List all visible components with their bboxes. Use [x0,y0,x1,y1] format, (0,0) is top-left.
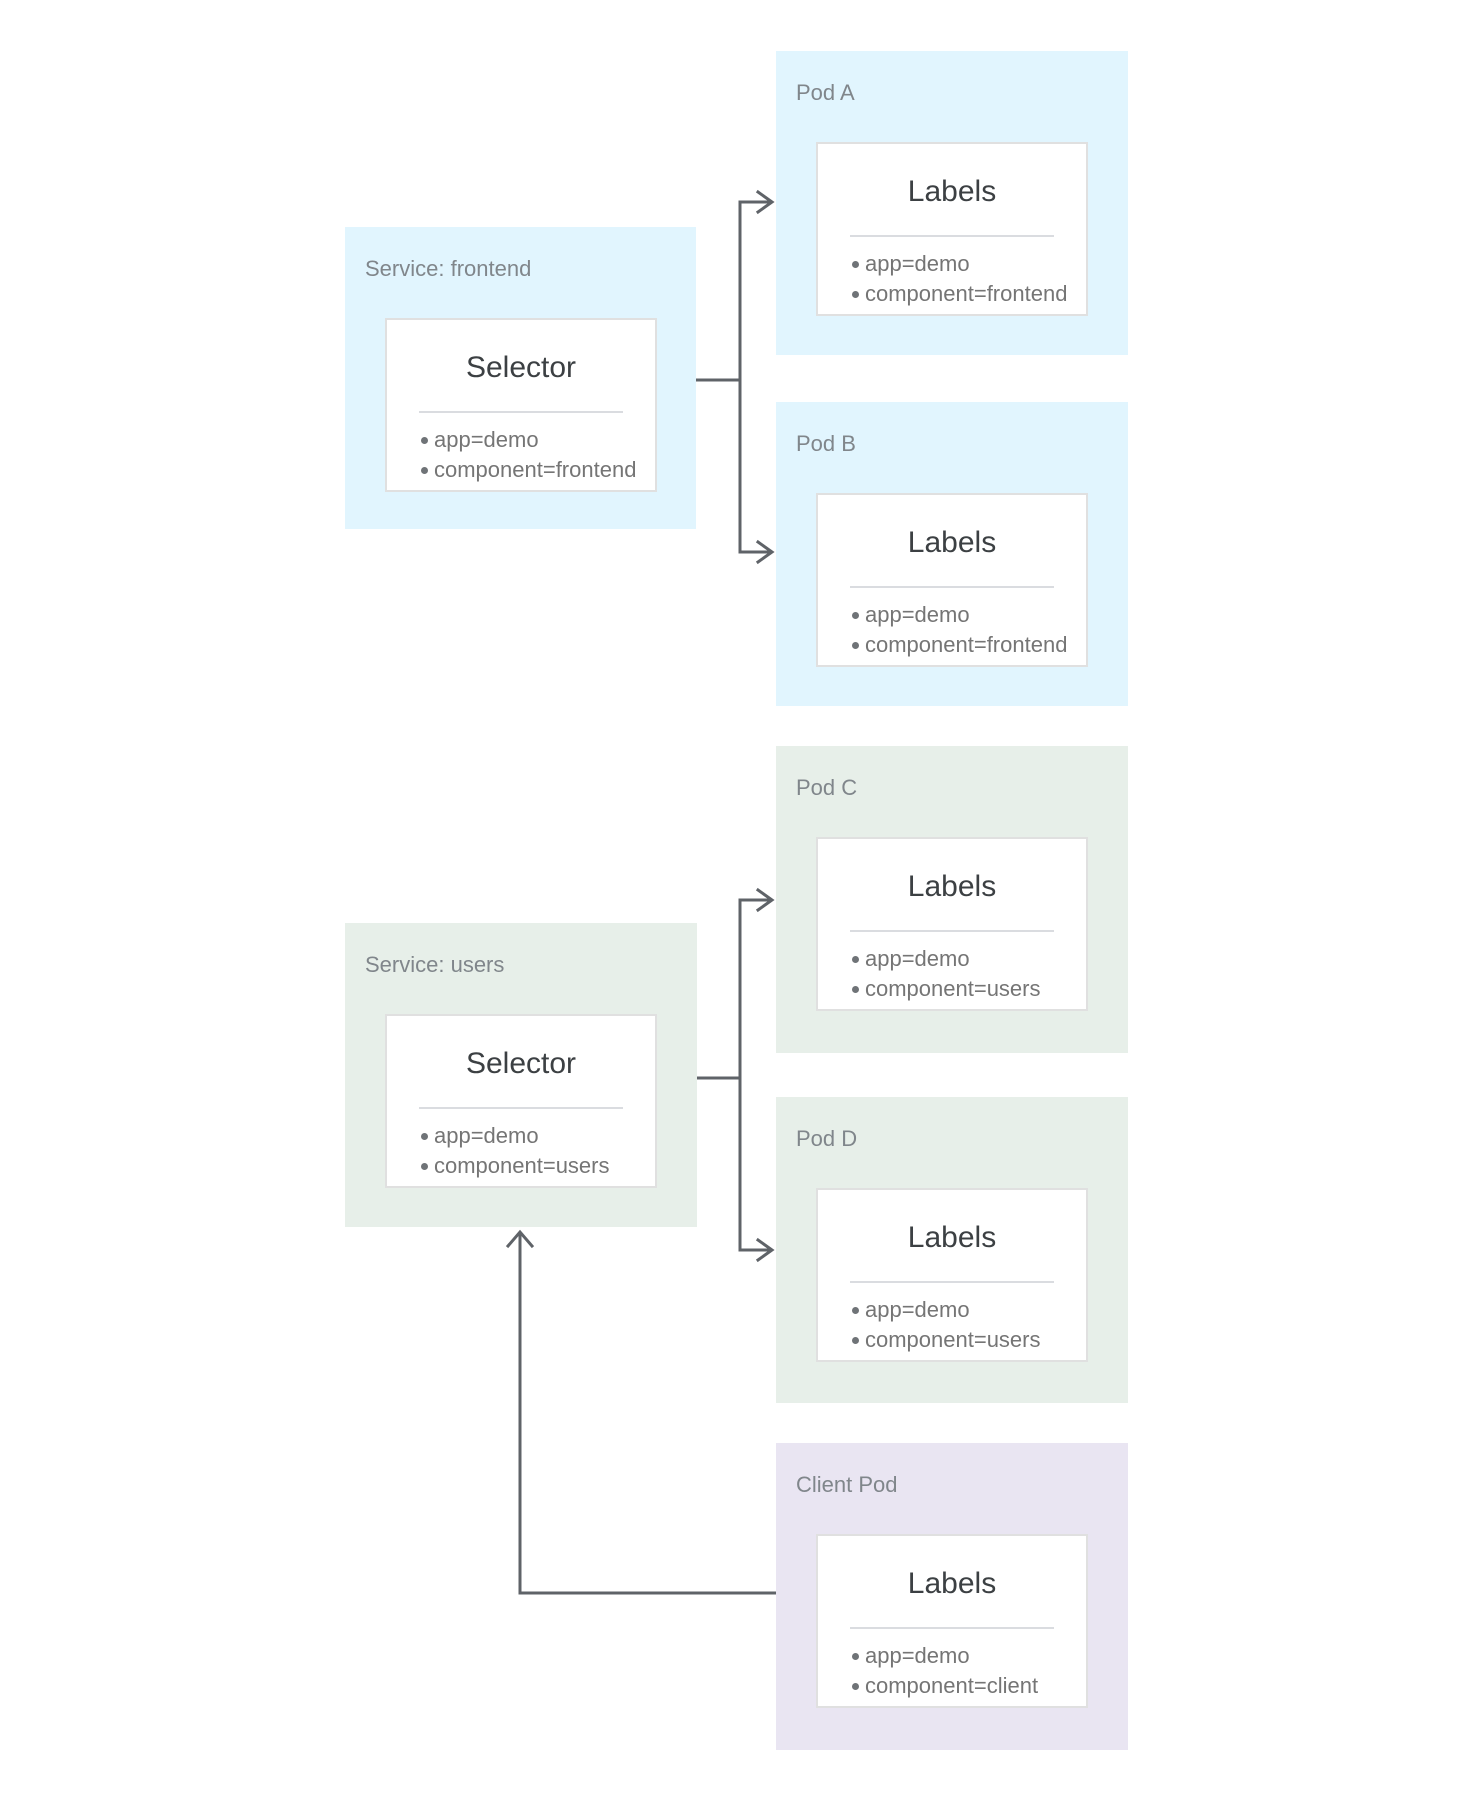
selector-card: Selector app=demo component=users [385,1014,657,1188]
card-title: Labels [907,1567,997,1600]
label-item-list: app=demo component=users [818,1295,1086,1355]
label-item: component=frontend [852,279,1086,309]
client-pod-label: Client Pod [796,1472,898,1497]
selector-item-list: app=demo component=frontend [387,425,655,485]
pod-c-box: Pod C Labels app=demo component=users [776,746,1128,1053]
pod-c-label: Pod C [796,775,858,800]
card-title: Labels [907,526,997,559]
label-item: component=client [852,1671,1086,1701]
service-users-label: Service: users [365,952,505,977]
card-divider [850,930,1054,932]
card-title: Labels [907,1221,997,1254]
selector-item: app=demo [421,425,655,455]
label-item: component=frontend [852,630,1086,660]
selector-item: component=users [421,1151,655,1181]
label-item: app=demo [852,1295,1086,1325]
card-title: Labels [907,870,997,903]
label-item: app=demo [852,249,1086,279]
selector-item: component=frontend [421,455,655,485]
arrowhead-to-pod-c [755,887,775,913]
labels-card: Labels app=demo component=client [816,1534,1088,1708]
pod-b-label: Pod B [796,431,856,456]
card-divider [850,235,1054,237]
pod-b-box: Pod B Labels app=demo component=frontend [776,402,1128,706]
label-item-list: app=demo component=frontend [818,249,1086,309]
pod-a-box: Pod A Labels app=demo component=frontend [776,51,1128,355]
label-item: app=demo [852,1641,1086,1671]
arrowhead-to-service-users [505,1229,535,1249]
card-title: Labels [907,175,997,208]
label-item: component=users [852,974,1086,1004]
labels-card: Labels app=demo component=users [816,1188,1088,1362]
arrowhead-to-pod-b [755,539,775,565]
card-divider [419,1107,623,1109]
service-frontend-box: Service: frontend Selector app=demo comp… [345,227,696,529]
selector-card: Selector app=demo component=frontend [385,318,657,492]
card-title: Selector [465,351,577,384]
arrow-client-to-users [518,1234,778,1595]
arrowhead-to-pod-a [755,189,775,215]
pod-d-box: Pod D Labels app=demo component=users [776,1097,1128,1403]
label-item: component=users [852,1325,1086,1355]
card-title: Selector [465,1047,577,1080]
label-item-list: app=demo component=client [818,1641,1086,1701]
selector-item: app=demo [421,1121,655,1151]
arrowhead-to-pod-d [755,1237,775,1263]
labels-card: Labels app=demo component=frontend [816,142,1088,316]
service-users-box: Service: users Selector app=demo compone… [345,923,697,1227]
client-pod-box: Client Pod Labels app=demo component=cli… [776,1443,1128,1750]
labels-card: Labels app=demo component=users [816,837,1088,1011]
selector-item-list: app=demo component=users [387,1121,655,1181]
card-divider [850,1627,1054,1629]
card-divider [850,586,1054,588]
service-frontend-label: Service: frontend [365,256,532,281]
label-item: app=demo [852,944,1086,974]
labels-card: Labels app=demo component=frontend [816,493,1088,667]
card-divider [419,411,623,413]
label-item-list: app=demo component=users [818,944,1086,1004]
pod-a-label: Pod A [796,80,855,105]
card-divider [850,1281,1054,1283]
pod-d-label: Pod D [796,1126,858,1151]
label-item-list: app=demo component=frontend [818,600,1086,660]
label-item: app=demo [852,600,1086,630]
